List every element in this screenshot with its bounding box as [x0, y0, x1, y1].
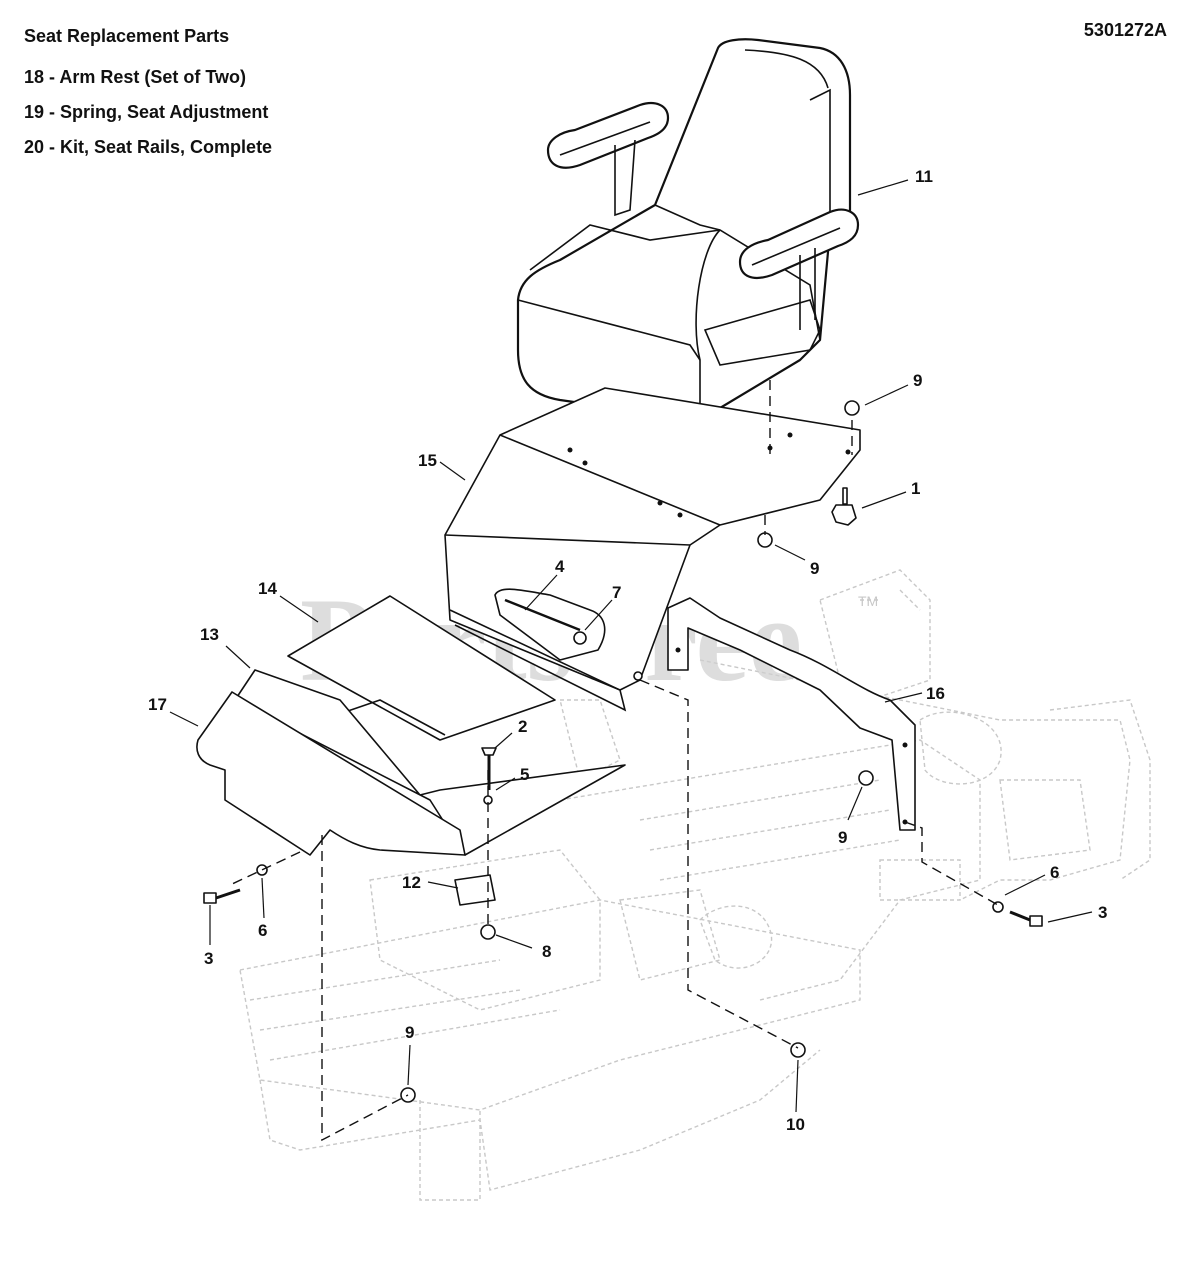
diagram-code: 5301272A: [1083, 20, 1167, 40]
callout-9c: 9: [838, 828, 847, 847]
callout-12: 12: [402, 873, 421, 892]
callout-9b: 9: [810, 559, 819, 578]
callout-17: 17: [148, 695, 167, 714]
callout-4: 4: [555, 557, 565, 576]
callout-1: 1: [911, 479, 920, 498]
callout-5: 5: [520, 765, 529, 784]
callout-9a: 9: [913, 371, 922, 390]
legend-item-18: 18 - Arm Rest (Set of Two): [24, 67, 247, 87]
panel-17: [196, 691, 466, 856]
callout-10: 10: [786, 1115, 805, 1134]
trademark-text: TM: [858, 593, 878, 609]
callout-15: 15: [418, 451, 437, 470]
assembly-lines: [229, 380, 999, 1142]
legend-item-19: 19 - Spring, Seat Adjustment: [24, 102, 269, 122]
mower-frame-ghost: [239, 569, 1151, 1201]
callout-8: 8: [542, 942, 551, 961]
callout-16: 16: [926, 684, 945, 703]
callout-2: 2: [518, 717, 527, 736]
seat-pan: [444, 387, 861, 712]
callout-6a: 6: [258, 921, 267, 940]
parts-legend: Seat Replacement Parts 18 - Arm Rest (Se…: [24, 26, 272, 172]
callout-9d: 9: [405, 1023, 414, 1042]
leader-lines: [169, 179, 1093, 1113]
callout-6b: 6: [1050, 863, 1059, 882]
legend-item-20: 20 - Kit, Seat Rails, Complete: [24, 137, 273, 157]
callout-7: 7: [612, 583, 621, 602]
callouts: 11 9 1 9 15 4 7 16 14 13 17 2 5 9 12 8 3…: [148, 167, 1107, 1134]
callout-3a: 3: [204, 949, 213, 968]
callout-13: 13: [200, 625, 219, 644]
callout-3b: 3: [1098, 903, 1107, 922]
hardware: [203, 400, 1043, 1103]
callout-11: 11: [915, 167, 933, 186]
seat-assembly: [516, 38, 860, 422]
legend-title: Seat Replacement Parts: [24, 26, 230, 46]
panel-14: [287, 595, 556, 741]
callout-14: 14: [258, 579, 277, 598]
